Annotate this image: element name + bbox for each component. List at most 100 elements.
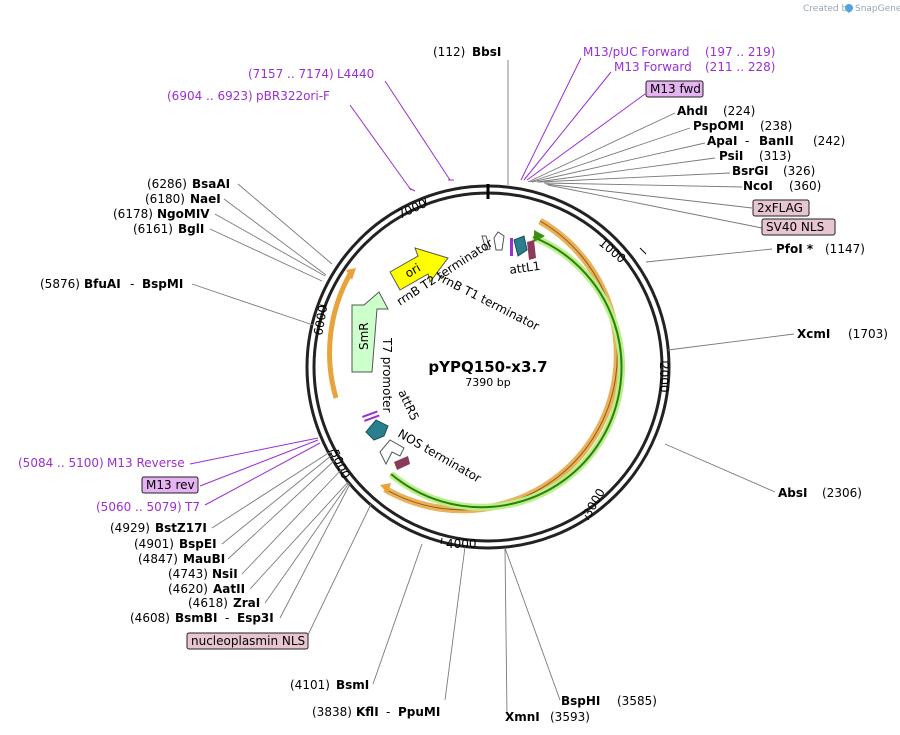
zrai-pos: (4618) [188,596,228,610]
m13rev-range: (5084 .. 5100) [18,456,104,470]
tick-2000: 2000 [657,362,671,393]
nos-terminator-feature [379,439,405,466]
pfoi-name: PfoI * [776,242,814,256]
m13rev-leader [189,437,319,465]
bsmbi-leader [279,483,351,619]
pspomi-leader [529,127,691,183]
ncoi-name: NcoI [743,179,773,193]
plasmid-name: pYPQ150-x3.7 [428,358,547,376]
nsii-pos: (4743) [168,567,208,581]
tick-6000: 6000 [311,304,330,337]
xcmi-leader [667,333,795,351]
t7-range: (5060 .. 5079) [96,500,182,514]
bbsi-pos: (112) [433,45,465,59]
bspei-pos: (4901) [134,537,174,551]
bsmbi-pos: (4608) [130,611,170,625]
zrai-leader [264,482,350,604]
m13fwd-box-leader [526,93,646,181]
zrai-name: ZraI [233,596,260,610]
bsrgi-pos: (326) [783,164,815,178]
snapgene-logo-icon [845,4,853,12]
tick-4000-mark [440,537,443,545]
pspomi-name: PspOMI [693,119,744,133]
bsphi-leader [504,547,561,701]
ncoi-leader [543,182,743,188]
flag-box-label: 2xFLAG [757,201,803,215]
absi-leader [664,443,776,493]
t7-promoter-label: T7 promoter [380,337,394,413]
attr5-feature [365,419,389,441]
plasmid-length: 7390 bp [465,376,510,389]
sv40-box [761,218,836,236]
ahdi-leader [527,112,676,183]
bsmbi-name: BsmBI [175,611,217,625]
naei-leader [223,198,327,276]
bspei-name: BspEI [179,537,217,551]
bgli-pos: (6161) [133,222,173,236]
cds-left-arrow-head [346,268,356,280]
aatii-leader [249,481,349,590]
m13rev-box-label: M13 rev [146,478,195,492]
kfli-dash: - [386,705,390,719]
nsii-name: NsiI [212,567,238,581]
pbr322-leader [349,104,412,191]
m13fwd-box [645,80,704,98]
bstz17i-leader [211,451,331,529]
m13fwd-leader [523,71,612,181]
tick-6000-mark [319,304,327,307]
m13puc-range: (197 .. 219) [705,45,775,59]
pbr322-site [408,187,416,192]
maubi-pos: (4847) [138,552,178,566]
tick-3000-mark [584,514,590,521]
credit-brand: SnapGene [855,4,900,14]
ori-feature [389,247,449,291]
flag-feature [527,240,536,260]
xmni-name: XmnI [505,710,540,724]
bsmbi-dash: - [225,611,229,625]
absi-pos: (2306) [822,486,862,500]
bsphi-name: BspHI [561,694,600,708]
nucleoplasmin-box [186,632,309,650]
psii-name: PsiI [719,149,743,163]
tick-1000: 1000 [596,236,628,266]
apai-pos: (242) [813,134,845,148]
apai-name: ApaI [707,134,737,148]
bsaai-leader [237,183,333,265]
cds-arc-green-core [390,236,623,509]
tick-4000: 4000 [446,537,477,551]
nucleoplasmin-feature [394,456,410,470]
aatii-pos: (4620) [168,582,208,596]
sv40-leader [547,184,763,229]
ahdi-name: AhdI [677,104,708,118]
ahdi-pos: (224) [723,104,755,118]
flag-leader [545,183,753,209]
tick-3000: 3000 [580,486,607,519]
rrnb-t2-marker [481,235,491,251]
m13fwd-name: M13 Forward [614,60,692,74]
nsii-leader [241,469,342,575]
kfli-leader [444,546,466,701]
absi-name: AbsI [778,486,807,500]
rrnb-t1-label: rrnB T1 terminator [436,270,542,333]
attl1-label: attL1 [508,259,541,277]
naei-name: NaeI [190,192,221,206]
pbr322-range: (6904 .. 6923) [167,89,253,103]
nucleoplasmin-leader [304,503,372,642]
pspomi-pos: (238) [760,119,792,133]
tick-7000-mark [424,197,427,206]
rrnb-t1-marker [493,231,505,251]
xcmi-pos: (1703) [848,327,888,341]
l4440-leader [384,80,451,181]
m13rev-box [141,476,199,494]
t7-leader [204,442,321,506]
bgli-name: BglI [178,222,204,236]
xmni-leader [504,547,508,716]
pfoi-leader [645,248,773,263]
bspmi-name: BspMI [142,277,183,291]
bsmi-pos: (4101) [290,678,330,692]
bsaai-pos: (6286) [147,177,187,191]
naei-pos: (6180) [145,192,185,206]
apai-dash: - [745,134,749,148]
esp3i-name: Esp3I [237,611,274,625]
